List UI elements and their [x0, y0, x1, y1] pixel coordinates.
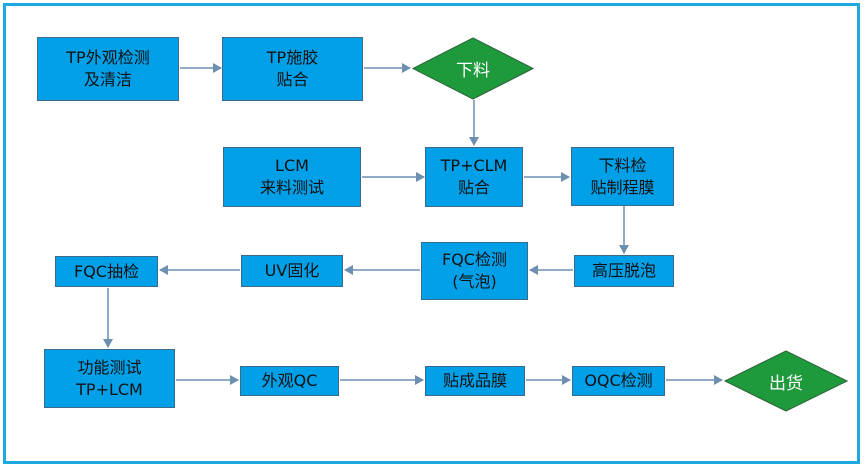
- node-fqc-bubble: FQC检测 (气泡): [421, 242, 528, 300]
- node-uv-cure: UV固化: [241, 255, 343, 287]
- node-appearance-qc: 外观QC: [240, 366, 339, 396]
- diamond-shape: [724, 350, 848, 412]
- node-film: 贴成品膜: [425, 366, 525, 396]
- node-function-test: 功能测试 TP+LCM: [44, 349, 175, 408]
- node-unload-inspect: 下料检 贴制程膜: [571, 147, 674, 206]
- node-ship-label: 出货: [769, 373, 803, 394]
- node-fqc-sample: FQC抽检: [55, 256, 158, 287]
- node-oqc: OQC检测: [572, 366, 665, 396]
- diagram-frame: [3, 3, 860, 464]
- node-high-pressure: 高压脱泡: [574, 255, 674, 287]
- node-unload-diamond: 下料: [412, 37, 534, 100]
- node-unload-label: 下料: [456, 61, 490, 81]
- node-tp-inspect-clean: TP外观检测 及清洁: [37, 37, 179, 101]
- node-lcm-test: LCM 来料测试: [223, 147, 361, 207]
- node-ship-diamond: 出货: [724, 350, 848, 412]
- node-tp-glue: TP施胶 贴合: [222, 37, 363, 101]
- diamond-shape: [412, 37, 534, 100]
- node-tp-clm: TP+CLM 贴合: [425, 147, 523, 207]
